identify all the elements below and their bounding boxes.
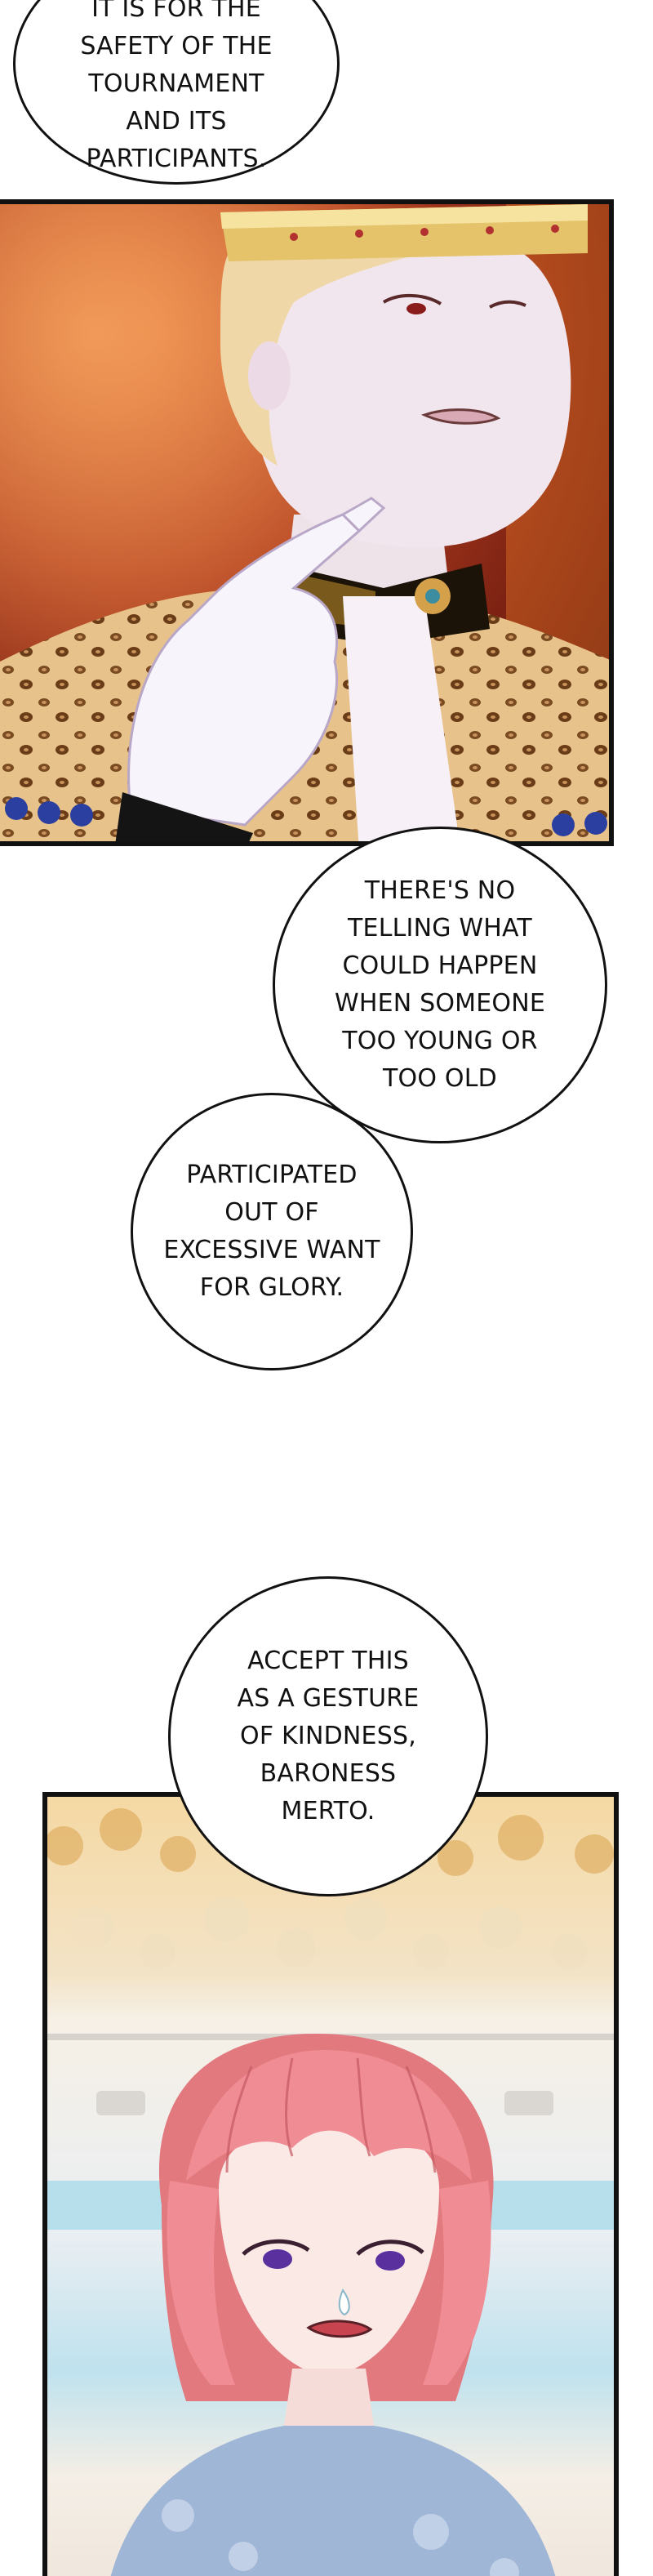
speech-bubble-2: THERE'S NO TELLING WHAT COULD HAPPEN WHE… (273, 827, 607, 1143)
speech-bubble-3-text: PARTICIPATED OUT OF EXCESSIVE WANT FOR G… (163, 1157, 380, 1307)
speech-line: OUT OF (224, 1198, 319, 1227)
speech-line: WHEN SOMEONE (334, 989, 546, 1018)
speech-line: COULD HAPPEN (342, 952, 538, 980)
speech-line: IT IS FOR THE (91, 0, 261, 23)
speech-line: SAFETY OF THE (80, 32, 273, 60)
speech-line: THERE'S NO (364, 876, 516, 905)
speech-line: ACCEPT THIS (247, 1647, 409, 1675)
panel-nobleman (0, 199, 614, 846)
speech-bubble-3: PARTICIPATED OUT OF EXCESSIVE WANT FOR G… (131, 1093, 413, 1370)
speech-line: TOO OLD (383, 1064, 497, 1093)
speech-line: PARTICIPANTS. (86, 145, 267, 173)
speech-line: TOO YOUNG OR (342, 1027, 538, 1055)
nobleman-illustration (0, 204, 609, 841)
speech-line: FOR GLORY. (199, 1273, 344, 1302)
speech-line: BARONESS (260, 1759, 397, 1788)
speech-bubble-4: ACCEPT THIS AS A GESTURE OF KINDNESS, BA… (168, 1576, 488, 1896)
speech-line: EXCESSIVE WANT (163, 1236, 380, 1264)
speech-bubble-1: IT IS FOR THE SAFETY OF THE TOURNAMENT A… (13, 0, 340, 185)
speech-line: AS A GESTURE (237, 1684, 420, 1713)
baroness-illustration (47, 1808, 614, 2576)
panel-baroness (42, 1792, 619, 2576)
speech-bubble-2-text: THERE'S NO TELLING WHAT COULD HAPPEN WHE… (335, 872, 545, 1098)
speech-bubble-1-text: IT IS FOR THE SAFETY OF THE TOURNAMENT A… (80, 0, 272, 178)
speech-line: OF KINDNESS, (240, 1722, 416, 1750)
speech-line: MERTO. (281, 1797, 375, 1825)
speech-line: TOURNAMENT (88, 69, 264, 98)
speech-line: AND ITS (126, 107, 227, 136)
speech-line: PARTICIPATED (186, 1161, 358, 1189)
speech-line: TELLING WHAT (348, 914, 532, 943)
speech-bubble-4-text: ACCEPT THIS AS A GESTURE OF KINDNESS, BA… (238, 1642, 420, 1830)
